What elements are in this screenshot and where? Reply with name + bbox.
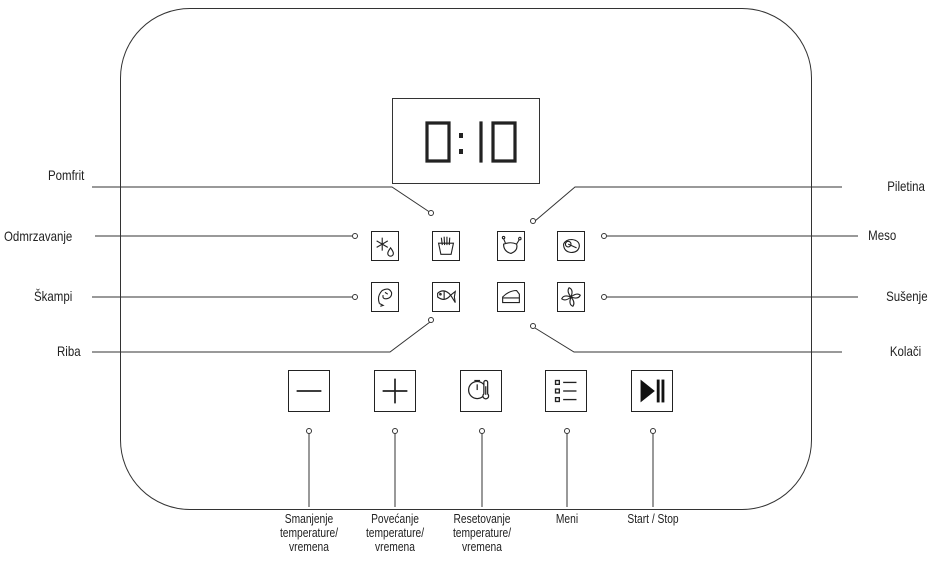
- fish-icon: [437, 290, 457, 303]
- label-increase: Povećanje temperature/ vremena: [365, 512, 425, 554]
- callout-dot-increase: [392, 428, 398, 434]
- callout-dot-kolaci: [530, 323, 536, 329]
- callout-dot-skampi: [352, 294, 358, 300]
- panel-outline: [120, 8, 812, 510]
- steak-icon: [563, 238, 580, 254]
- time-value: 0:10: [466, 178, 468, 180]
- callout-line-kolaci: [534, 327, 842, 353]
- callout-line-pomfrit: [92, 186, 432, 214]
- meat-button[interactable]: [557, 231, 585, 261]
- chicken-button[interactable]: [497, 231, 525, 261]
- label-meso: Meso: [867, 227, 896, 243]
- increase-button[interactable]: [374, 370, 416, 412]
- callout-dot-riba: [428, 317, 434, 323]
- decrease-button[interactable]: [288, 370, 330, 412]
- label-menu: Meni: [555, 512, 579, 526]
- label-susenje: Sušenje: [886, 288, 928, 304]
- list-icon: [554, 379, 577, 403]
- chicken-icon: [501, 235, 522, 255]
- seven-segment-readout: 0:10: [425, 121, 517, 180]
- minus-icon: [296, 390, 322, 392]
- label-kolaci: Kolači: [889, 343, 921, 359]
- callout-line-piletina: [534, 186, 842, 222]
- callout-dot-pomfrit: [428, 210, 434, 216]
- fish-button[interactable]: [432, 282, 460, 312]
- time-display: 0:10: [392, 98, 540, 184]
- label-odmrzavanje: Odmrzavanje: [4, 228, 73, 244]
- label-skampi: Škampi: [34, 288, 73, 304]
- callout-line-riba: [92, 321, 431, 353]
- reset-button[interactable]: [460, 370, 502, 412]
- shrimp-icon: [377, 288, 393, 307]
- menu-button[interactable]: [545, 370, 587, 412]
- cake-button[interactable]: [497, 282, 525, 312]
- fan-icon: [561, 287, 581, 307]
- callout-dot-decrease: [306, 428, 312, 434]
- callout-dot-piletina: [530, 218, 536, 224]
- label-pomfrit: Pomfrit: [48, 167, 85, 183]
- callout-dot-meso: [601, 233, 607, 239]
- dehydrate-button[interactable]: [557, 282, 585, 312]
- start-stop-button[interactable]: [631, 370, 673, 412]
- callout-dot-startstop: [650, 428, 656, 434]
- fries-icon: [437, 236, 455, 255]
- label-riba: Riba: [57, 343, 81, 359]
- label-startstop: Start / Stop: [627, 512, 679, 526]
- label-piletina: Piletina: [887, 178, 925, 194]
- label-reset: Resetovanje temperature/ vremena: [452, 512, 512, 554]
- timer-thermometer-icon: [468, 379, 490, 400]
- callout-dot-reset: [479, 428, 485, 434]
- snowflake-droplet-icon: [376, 237, 394, 257]
- cake-icon: [502, 289, 520, 304]
- label-decrease: Smanjenje temperature/ vremena: [279, 512, 339, 554]
- play-pause-icon: [640, 379, 665, 403]
- callout-dot-menu: [564, 428, 570, 434]
- shrimp-button[interactable]: [371, 282, 399, 312]
- fries-button[interactable]: [432, 231, 460, 261]
- plus-icon: [382, 378, 408, 404]
- callout-dot-odmrzavanje: [352, 233, 358, 239]
- callout-dot-susenje: [601, 294, 607, 300]
- defrost-button[interactable]: [371, 231, 399, 261]
